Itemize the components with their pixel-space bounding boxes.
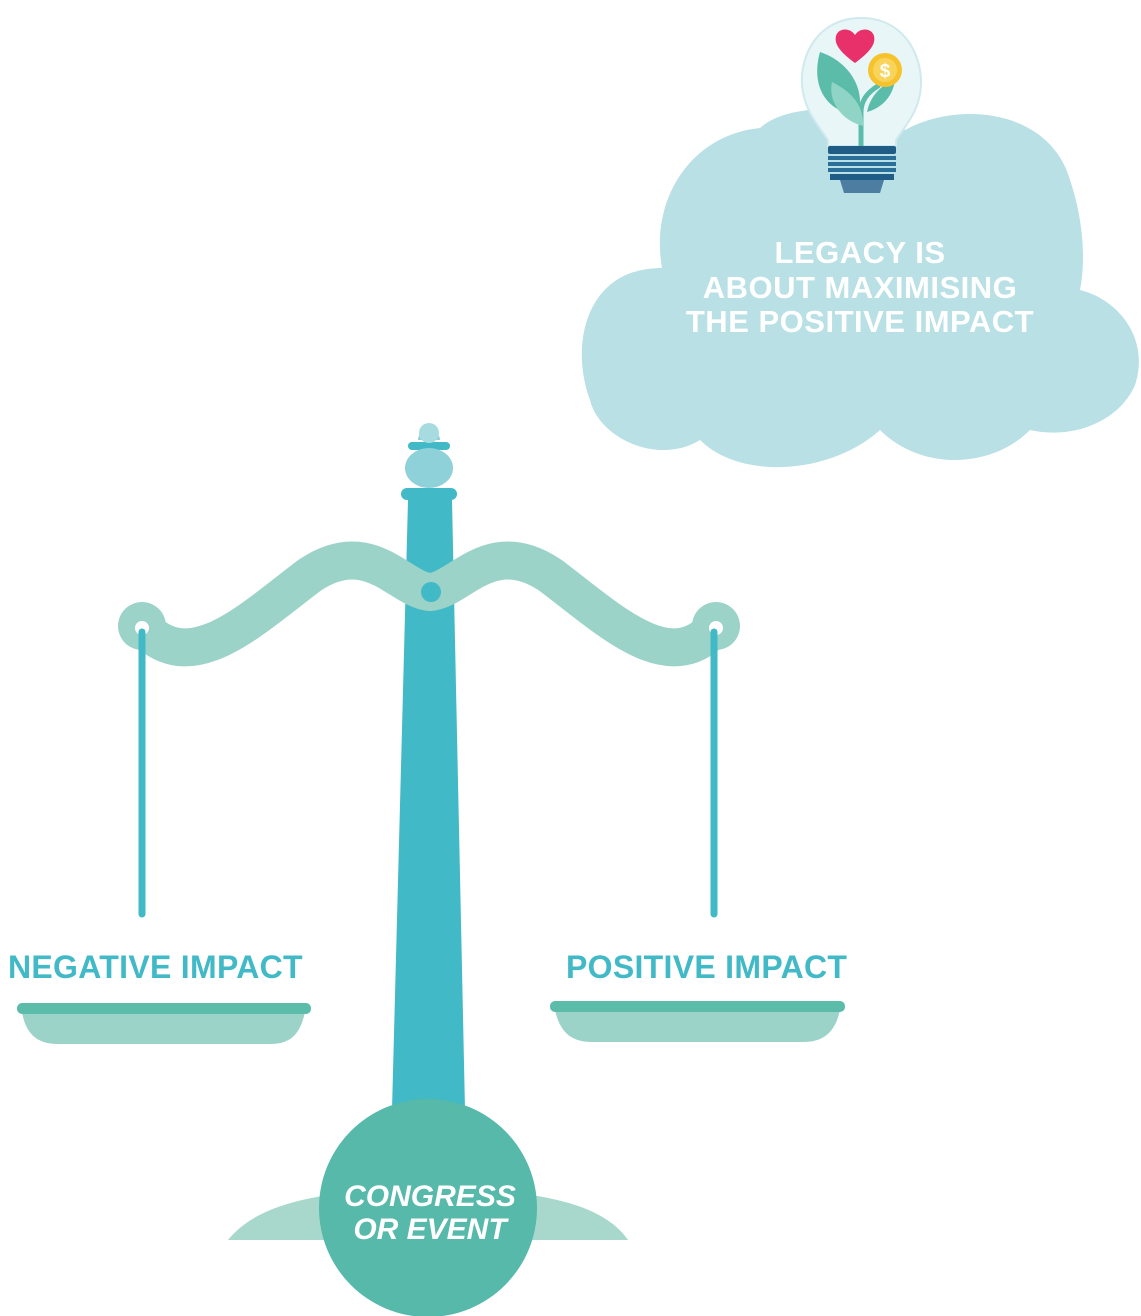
left-pan (17, 1003, 311, 1044)
congress-event-label: CONGRESS OR EVENT (330, 1180, 530, 1246)
base-circle (319, 1099, 537, 1316)
thought-cloud (581, 109, 1139, 468)
base-line-1: CONGRESS (344, 1180, 516, 1213)
dollar-coin-icon: $ (868, 53, 902, 87)
scale-pillar (392, 423, 465, 1110)
cloud-line-2: ABOUT MAXIMISING (702, 269, 1018, 305)
sprout-icon (817, 52, 895, 149)
scale-beam (118, 541, 740, 667)
negative-impact-label: NEGATIVE IMPACT (8, 949, 303, 985)
cloud-line-1: LEGACY IS (774, 235, 946, 270)
base-line-2: OR EVENT (353, 1213, 507, 1246)
cloud-line-3: THE POSITIVE IMPACT (685, 304, 1035, 340)
lightbulb-icon: $ (800, 16, 923, 193)
heart-icon (835, 29, 875, 63)
svg-text:$: $ (880, 61, 891, 82)
positive-impact-label: POSITIVE IMPACT (566, 949, 848, 985)
cloud-message: LEGACY IS ABOUT MAXIMISING THE POSITIVE … (660, 235, 1060, 340)
right-pan (550, 1001, 845, 1042)
